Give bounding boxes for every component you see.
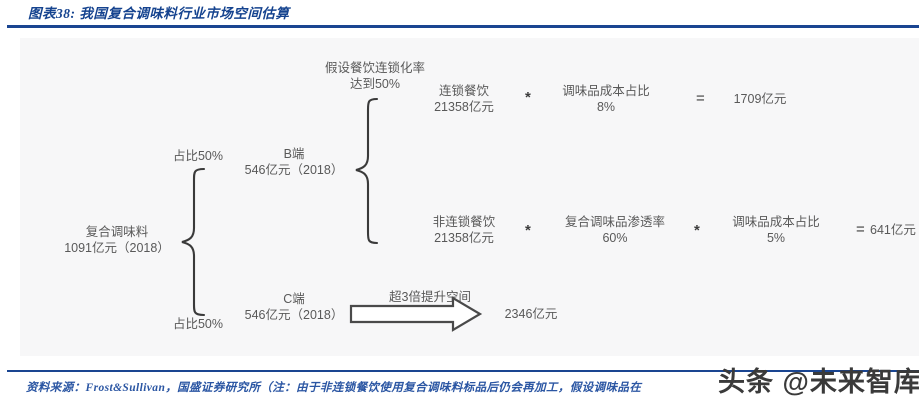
label-chain-assumption-line1: 假设餐饮连锁化率 (324, 61, 425, 75)
label-c-share: 占比50% (148, 316, 248, 332)
node-nonchain-cost-ratio-line1: 调味品成本占比 (732, 215, 820, 229)
source-note: 资料来源：Frost&Sullivan，国盛证券研究所（注：由于非连锁餐饮使用复… (26, 382, 642, 394)
node-c-channel-line1: C端 (283, 292, 305, 306)
label-chain-assumption-line2: 达到50% (349, 77, 401, 91)
node-chain-result-text: 1709亿元 (733, 92, 787, 106)
node-nonchain-result-text: 641亿元 (870, 223, 916, 237)
node-chain-dining: 连锁餐饮 21358亿元 (410, 83, 518, 115)
node-root-line1: 复合调味料 (85, 225, 149, 239)
node-b-channel: B端 546亿元（2018） (224, 146, 364, 178)
node-chain-result: 1709亿元 (714, 91, 806, 107)
figure-canvas: 复合调味料 1091亿元（2018） 占比50% 占比50% B端 546亿元（… (20, 38, 919, 356)
page-title: 图表38: 我国复合调味料行业市场空间估算 (28, 6, 290, 21)
node-c-result-text: 2346亿元 (504, 307, 558, 321)
node-chain-dining-line2: 21358亿元 (434, 100, 494, 114)
node-penetration-rate: 复合调味品渗透率 60% (540, 214, 690, 246)
node-root-line2: 1091亿元（2018） (64, 241, 170, 255)
label-c-share-text: 占比50% (172, 317, 224, 331)
node-c-result: 2346亿元 (485, 306, 577, 322)
label-b-share: 占比50% (148, 148, 248, 164)
title-divider (7, 25, 919, 28)
node-nonchain-dining: 非连锁餐饮 21358亿元 (410, 214, 518, 246)
node-nonchain-dining-line1: 非连锁餐饮 (432, 215, 496, 229)
brace-root-split (181, 167, 206, 317)
brace-b-split (355, 97, 379, 245)
footer-divider (7, 370, 919, 372)
label-growth-multiple: 超3倍提升空间 (365, 289, 495, 305)
watermark: 头条 @未来智库 (718, 367, 919, 397)
operator-equals-chain: = (696, 90, 705, 107)
node-b-channel-line2: 546亿元（2018） (244, 163, 344, 177)
node-chain-dining-line1: 连锁餐饮 (438, 84, 489, 98)
operator-multiply-nonchain-2: * (694, 222, 700, 239)
node-nonchain-cost-ratio: 调味品成本占比 5% (712, 214, 840, 246)
label-chain-assumption: 假设餐饮连锁化率 达到50% (305, 60, 445, 92)
operator-multiply-chain-1: * (525, 89, 531, 106)
label-growth-multiple-text: 超3倍提升空间 (389, 290, 471, 304)
node-b-channel-line1: B端 (283, 147, 305, 161)
node-nonchain-dining-line2: 21358亿元 (434, 231, 494, 245)
node-chain-cost-ratio-line1: 调味品成本占比 (562, 84, 650, 98)
operator-multiply-nonchain-1: * (525, 222, 531, 239)
node-nonchain-result: 641亿元 (870, 222, 919, 238)
node-root: 复合调味料 1091亿元（2018） (47, 224, 187, 256)
node-penetration-rate-line1: 复合调味品渗透率 (564, 215, 665, 229)
node-chain-cost-ratio-line2: 8% (596, 100, 616, 114)
node-c-channel-line2: 546亿元（2018） (244, 308, 344, 322)
growth-arrow-icon (349, 296, 483, 332)
label-b-share-text: 占比50% (172, 149, 224, 163)
node-c-channel: C端 546亿元（2018） (224, 291, 364, 323)
node-nonchain-cost-ratio-line2: 5% (766, 231, 786, 245)
node-penetration-rate-line2: 60% (602, 231, 628, 245)
operator-equals-nonchain: = (856, 221, 865, 238)
node-chain-cost-ratio: 调味品成本占比 8% (542, 83, 670, 115)
